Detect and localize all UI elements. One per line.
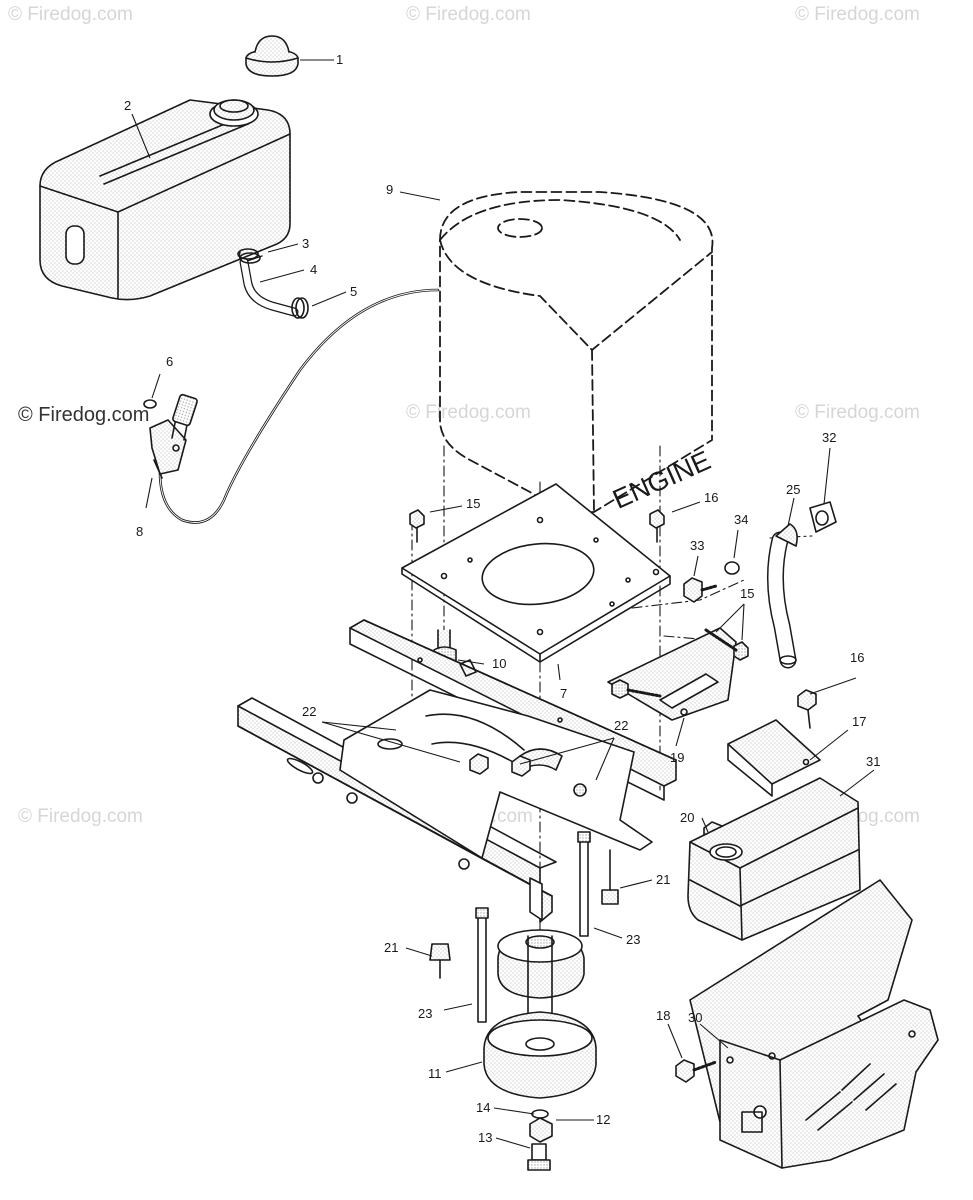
- muffler: [687, 777, 861, 941]
- callout-number: 21: [384, 940, 398, 955]
- lock-nut: [529, 1117, 553, 1143]
- muffler-mount-plate: [727, 719, 821, 797]
- callout-number: 11: [428, 1066, 442, 1081]
- callout-number: 8: [136, 524, 143, 539]
- callout-number: 18: [656, 1008, 670, 1023]
- pivot-rod: [577, 831, 591, 937]
- watermark: © Firedog.com: [18, 806, 143, 827]
- pivot-rod: [475, 907, 489, 1023]
- plate-bolt: [409, 509, 425, 543]
- callout-number: 22: [302, 704, 316, 719]
- callout-number: 23: [418, 1006, 432, 1021]
- flange-nut: [469, 753, 489, 775]
- callout-number: 3: [302, 236, 309, 251]
- callout-number: 6: [166, 354, 173, 369]
- lock-washer: [724, 561, 740, 575]
- callout-number: 5: [350, 284, 357, 299]
- throttle-cable: [158, 288, 440, 524]
- callout-number: 17: [852, 714, 866, 729]
- watermark: © Firedog.com: [8, 4, 133, 25]
- callout-number: 13: [478, 1130, 492, 1145]
- shield-bolt: [797, 689, 817, 729]
- fuel-tank: [39, 99, 291, 301]
- callout-number: 25: [786, 482, 800, 497]
- exhaust-gasket: [809, 501, 837, 533]
- watermark: © Firedog.com: [795, 4, 920, 25]
- callout-number: 1: [336, 52, 343, 67]
- callout-number: 7: [560, 686, 567, 701]
- callout-labels: 1 2 3 4 5 6 8 9 15 16 33 34 25 32 15 10 …: [124, 52, 880, 1145]
- heat-shield: [689, 879, 939, 1169]
- carriage-bolt: [601, 849, 619, 905]
- callout-number: 16: [850, 650, 864, 665]
- exhaust-bolt: [683, 577, 718, 603]
- bracket-bolt: [611, 679, 662, 699]
- fuel-cap: [245, 35, 299, 77]
- bracket-bolt: [704, 628, 749, 661]
- fuel-hose-with-clamps: [237, 248, 309, 319]
- callout-number: 2: [124, 98, 131, 113]
- watermark: © Firedog.com: [795, 402, 920, 423]
- plate-bolt: [649, 509, 665, 543]
- flange-nut: [511, 755, 531, 777]
- callout-number: 31: [866, 754, 880, 769]
- engine-mount-plate: [401, 483, 671, 663]
- frame-cross-bracket: [339, 689, 653, 859]
- muffler-bracket: [607, 627, 737, 721]
- pulley-bolt: [527, 1143, 551, 1171]
- washer: [531, 1109, 549, 1119]
- callout-number: 34: [734, 512, 748, 527]
- callout-number: 9: [386, 182, 393, 197]
- callout-number: 14: [476, 1100, 490, 1115]
- callout-number: 15: [740, 586, 754, 601]
- callout-number: 15: [466, 496, 480, 511]
- callout-number: 21: [656, 872, 670, 887]
- engine-label: ENGINE: [608, 445, 715, 515]
- watermark-main: © Firedog.com: [18, 404, 150, 426]
- leader-lines: [131, 59, 875, 1149]
- callout-number: 30: [688, 1010, 702, 1025]
- exhaust-pipe: [767, 523, 798, 669]
- throttle-control: [143, 393, 198, 479]
- callout-number: 33: [690, 538, 704, 553]
- callout-number: 4: [310, 262, 317, 277]
- callout-number: 23: [626, 932, 640, 947]
- carriage-bolt: [429, 943, 451, 979]
- engine-block: [439, 191, 714, 513]
- heat-shield-bolt: [675, 1059, 718, 1083]
- callout-number: 12: [596, 1112, 610, 1127]
- watermark: © Firedog.com: [406, 4, 531, 25]
- callout-number: 32: [822, 430, 836, 445]
- callout-number: 16: [704, 490, 718, 505]
- callout-number: 10: [492, 656, 506, 671]
- callout-number: 22: [614, 718, 628, 733]
- callout-number: 19: [670, 750, 684, 765]
- engine-pulley: [483, 929, 597, 1099]
- watermark: © Firedog.com: [406, 402, 531, 423]
- callout-number: 20: [680, 810, 694, 825]
